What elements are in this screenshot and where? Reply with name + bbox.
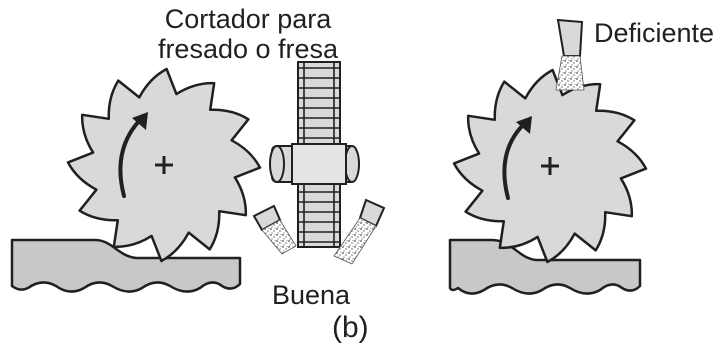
- rotation-arrow-left-icon: [118, 118, 142, 198]
- poor-label: Deficiente: [594, 18, 715, 48]
- arbor-end-right: [344, 145, 360, 183]
- cutter-side-view: [269, 61, 360, 248]
- arbor-end-left: [269, 145, 285, 183]
- poor-application-group: [448, 18, 648, 295]
- workpiece-left: [10, 238, 242, 293]
- rotation-arrow-right-icon: [502, 122, 526, 200]
- good-label: Buena: [272, 280, 351, 310]
- workpiece-right: [448, 238, 642, 295]
- good-application-group: [10, 67, 262, 293]
- center-plus-right-icon: [541, 157, 559, 175]
- rotation-arrowhead-right-icon: [516, 116, 532, 134]
- coolant-nozzle-poor: [555, 18, 585, 91]
- cutter-label-line2: fresado o fresa: [157, 34, 339, 64]
- cutter-label: Cortador para fresado o fresa: [128, 4, 368, 64]
- cutter-label-line1: Cortador para: [164, 4, 332, 34]
- subfigure-label: (b): [332, 311, 369, 344]
- coolant-nozzle-good-left: [252, 204, 297, 255]
- rotation-arrowhead-left-icon: [132, 112, 148, 130]
- coolant-nozzle-good-right: [333, 198, 386, 265]
- center-plus-left-icon: [155, 156, 173, 174]
